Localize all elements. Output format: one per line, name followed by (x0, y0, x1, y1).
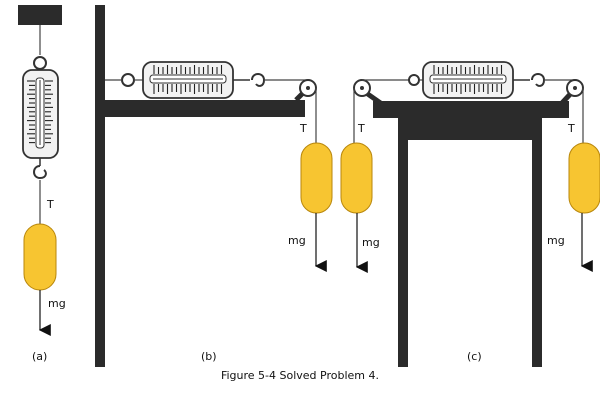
table-apron (398, 118, 542, 140)
figure-caption: Figure 5-4 Solved Problem 4. (221, 369, 379, 382)
scale-ring (33, 56, 47, 70)
spring-scale-b (142, 61, 234, 99)
spring-scale-c (422, 61, 514, 99)
tension-label-b: T (299, 122, 307, 135)
panel-label-b: (b) (201, 350, 217, 363)
tension-label-a: T (46, 198, 54, 211)
panel-a: T mg (a) (18, 5, 66, 363)
panel-label-c: (c) (467, 350, 482, 363)
wall (95, 5, 105, 367)
table-leg-right (532, 118, 542, 367)
tension-label-c-right: T (567, 122, 575, 135)
wall-ring (121, 73, 135, 87)
mass-c-left (340, 142, 373, 214)
weight-label-b: mg (288, 234, 306, 247)
weight-label-c-right: mg (547, 234, 565, 247)
weight-label-a: mg (48, 297, 66, 310)
scale-ring-c (408, 74, 420, 86)
mass-a (23, 223, 57, 291)
table-top (373, 101, 569, 118)
scale-hook-b (251, 73, 266, 87)
shelf (105, 100, 305, 117)
weight-label-c-left: mg (362, 236, 380, 249)
scale-hook-c (531, 73, 546, 87)
mass-c-right (568, 142, 600, 214)
panel-b: T mg (b) (95, 5, 333, 367)
panel-label-a: (a) (32, 350, 47, 363)
mass-b (300, 142, 333, 214)
spring-scale (22, 69, 59, 159)
table-leg-left (398, 118, 408, 367)
ceiling-block (18, 5, 62, 25)
panel-c: T mg T mg (c) (340, 61, 600, 367)
tension-label-c-left: T (357, 122, 365, 135)
scale-hook (33, 165, 47, 180)
